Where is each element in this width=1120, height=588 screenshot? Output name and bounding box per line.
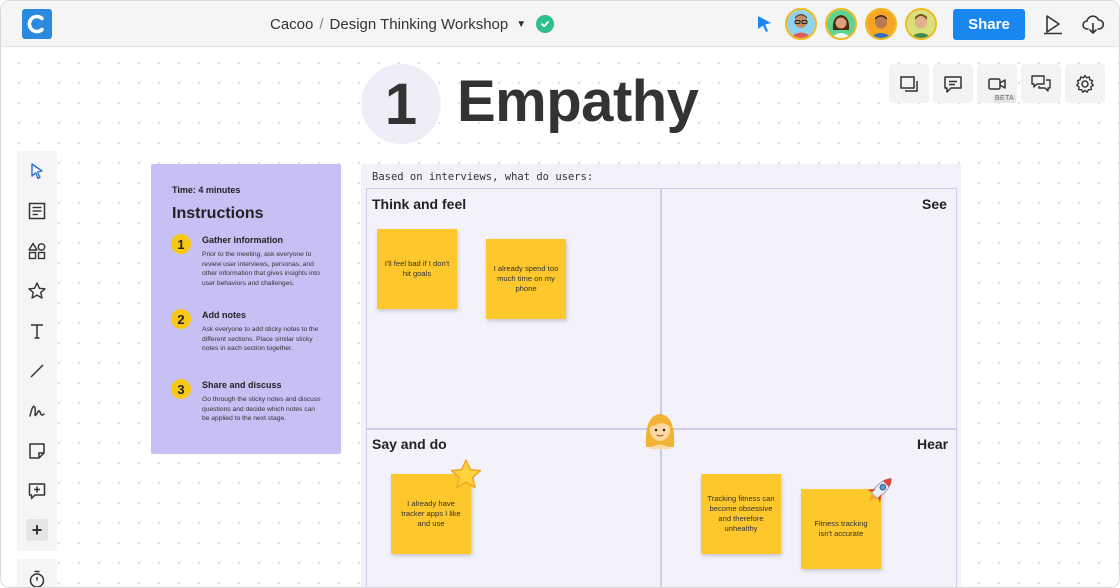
breadcrumb: Cacoo / Design Thinking Workshop ▼ <box>270 15 555 33</box>
quadrant-label-hear: Hear <box>917 436 949 452</box>
avatar[interactable] <box>905 8 937 40</box>
stamp-tool[interactable] <box>17 271 57 311</box>
comments-button[interactable] <box>933 64 973 103</box>
quadrant-label-think-feel: Think and feel <box>372 196 467 212</box>
star-icon <box>28 282 46 299</box>
plus-icon: + <box>31 520 43 540</box>
more-tools-button[interactable]: + <box>26 519 48 541</box>
pointer-cursor-icon[interactable] <box>756 14 774 34</box>
instructions-card[interactable]: Time: 4 minutes Instructions 1 Gather in… <box>151 164 341 454</box>
share-button[interactable]: Share <box>953 9 1025 40</box>
select-tool[interactable] <box>17 151 57 191</box>
text-tool[interactable] <box>17 311 57 351</box>
instructions-heading: Instructions <box>172 205 264 222</box>
avatar[interactable] <box>825 8 857 40</box>
step-number: 1 <box>171 234 191 254</box>
pen-tool[interactable] <box>17 391 57 431</box>
user-avatar-stamp-icon[interactable] <box>641 409 679 449</box>
comment-tool[interactable] <box>17 471 57 511</box>
sticky-note-tool[interactable] <box>17 431 57 471</box>
shapes-icon <box>28 242 46 260</box>
sticky-note[interactable]: I'll feel bad if I don't hit goals <box>377 229 457 309</box>
document-title[interactable]: Design Thinking Workshop <box>329 15 509 33</box>
settings-button[interactable] <box>1065 64 1105 103</box>
step-number: 3 <box>171 379 191 399</box>
shapes-tool[interactable] <box>17 231 57 271</box>
chat-button[interactable] <box>1021 64 1061 103</box>
cloud-download-icon[interactable] <box>1081 12 1105 36</box>
chat-icon <box>1031 74 1051 92</box>
avatar[interactable] <box>785 8 817 40</box>
star-stamp-icon[interactable] <box>449 458 483 490</box>
saved-check-icon <box>536 15 555 33</box>
section-title: Empathy <box>457 69 699 134</box>
gear-icon <box>1076 74 1094 93</box>
step-description: Ask everyone to add sticky notes to the … <box>202 326 319 353</box>
section-number: 1 <box>361 64 441 144</box>
quadrant-label-see: See <box>922 196 947 212</box>
breadcrumb-separator: / <box>319 15 324 33</box>
step-description: Prior to the meeting, ask everyone to re… <box>202 251 320 287</box>
quadrant-label-say-do: Say and do <box>372 436 447 452</box>
comment-icon <box>944 75 962 93</box>
step-number: 2 <box>171 309 191 329</box>
pages-icon <box>900 75 918 92</box>
step-description: Go through the sticky notes and discuss … <box>202 396 321 423</box>
map-caption: Based on interviews, what do users: <box>372 171 594 183</box>
sticky-note-icon <box>29 443 45 459</box>
sticky-note[interactable]: I already spend too much time on my phon… <box>486 239 566 319</box>
add-comment-icon <box>28 483 46 500</box>
template-tool[interactable] <box>17 191 57 231</box>
step-title: Add notes <box>202 310 246 320</box>
divider <box>660 188 662 587</box>
timer-icon <box>29 570 45 587</box>
chevron-down-icon[interactable]: ▼ <box>516 18 527 30</box>
beta-badge: BETA <box>993 94 1016 103</box>
line-icon <box>30 364 44 378</box>
workspace-link[interactable]: Cacoo <box>270 15 314 33</box>
step-title: Share and discuss <box>202 380 282 390</box>
time-limit: Time: 4 minutes <box>172 185 241 195</box>
template-icon <box>28 202 46 220</box>
quadrant-frame <box>366 188 957 587</box>
text-icon <box>31 324 43 339</box>
pointer-icon <box>31 163 43 179</box>
video-camera-icon <box>988 77 1006 90</box>
sticky-note[interactable]: Fitness tracking isn't accurate <box>801 489 881 569</box>
cacoo-logo-icon[interactable] <box>22 9 52 39</box>
timer-button[interactable] <box>17 559 57 587</box>
pages-button[interactable] <box>889 64 929 103</box>
sticky-note[interactable]: Tracking fitness can become obsessive an… <box>701 474 781 554</box>
timer-toolbar <box>17 559 57 587</box>
line-tool[interactable] <box>17 351 57 391</box>
present-play-icon[interactable] <box>1041 12 1065 36</box>
avatar[interactable] <box>865 8 897 40</box>
rocket-stamp-icon[interactable] <box>861 471 899 509</box>
top-bar: Cacoo / Design Thinking Workshop ▼ Share <box>1 1 1119 47</box>
freehand-icon <box>29 405 45 417</box>
step-title: Gather information <box>202 235 284 245</box>
